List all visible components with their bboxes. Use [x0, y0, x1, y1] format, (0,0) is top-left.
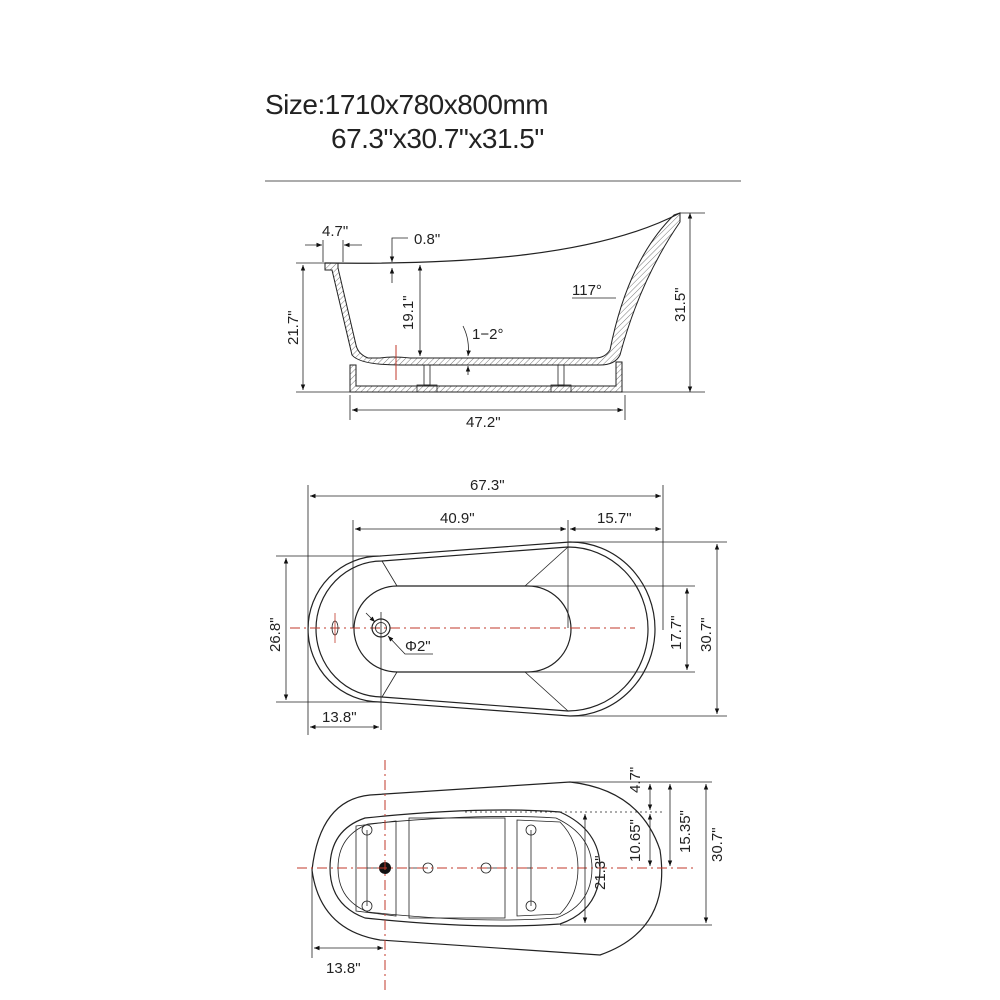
size-title: Size:1710x780x800mm 67.3"x30.7"x31.5" — [265, 88, 549, 156]
dim-drain-diameter: Φ2" — [405, 638, 431, 655]
dim-width-bottom: 30.7" — [709, 827, 726, 862]
dim-rim-width: 4.7" — [322, 223, 348, 240]
tub-bottom-outline — [311, 781, 663, 956]
tub-outline-outer — [307, 541, 656, 717]
tub-base-outer — [329, 809, 601, 927]
bottom-view: 30.7" 15.35" 4.7" 10.65" 21.3" 13.8" — [297, 760, 726, 992]
dim-floor-width: 17.7" — [668, 615, 685, 650]
dim-half-width: 15.35" — [677, 810, 694, 853]
tub-top-profile — [324, 212, 681, 264]
dim-rim-drop: 0.8" — [414, 231, 440, 248]
dim-backrest-height: 31.5" — [672, 287, 689, 322]
dim-foot-width: 26.8" — [267, 617, 284, 652]
dim-height-overall: 21.7" — [285, 310, 302, 345]
dim-width: 30.7" — [698, 617, 715, 652]
dim-length: 67.3" — [470, 477, 505, 494]
dim-back-section: 15.7" — [597, 510, 632, 527]
dim-drain-offset-bottom: 13.8" — [326, 960, 361, 977]
size-imperial: 67.3"x30.7"x31.5" — [331, 123, 544, 154]
dim-drain-to-back: 40.9" — [440, 510, 475, 527]
side-view: 21.7" 19.1" 31.5" 47.2" 4.7" 0.8" 1−2° 1… — [285, 212, 705, 431]
dim-half-floor: 10.65" — [627, 819, 644, 862]
dim-base-length: 47.2" — [466, 414, 501, 431]
tub-base-skirt — [349, 361, 623, 393]
tub-shell-section — [324, 212, 681, 366]
tub-outline-rim — [315, 546, 649, 712]
dim-inner-depth: 19.1" — [400, 295, 417, 330]
dim-base-width: 21.3" — [592, 855, 609, 890]
dim-top-offset: 4.7" — [627, 767, 644, 793]
dim-drain-offset: 13.8" — [322, 709, 357, 726]
dim-floor-slope: 1−2° — [472, 326, 503, 343]
support-frame-left — [355, 820, 397, 917]
dim-backrest-angle: 117° — [572, 282, 602, 299]
top-view: Φ2" 67.3" 40.9" 15.7" 26.8" 30.7" 17.7" … — [267, 477, 727, 735]
leveling-foot — [416, 364, 572, 393]
size-metric: Size:1710x780x800mm — [265, 89, 549, 120]
